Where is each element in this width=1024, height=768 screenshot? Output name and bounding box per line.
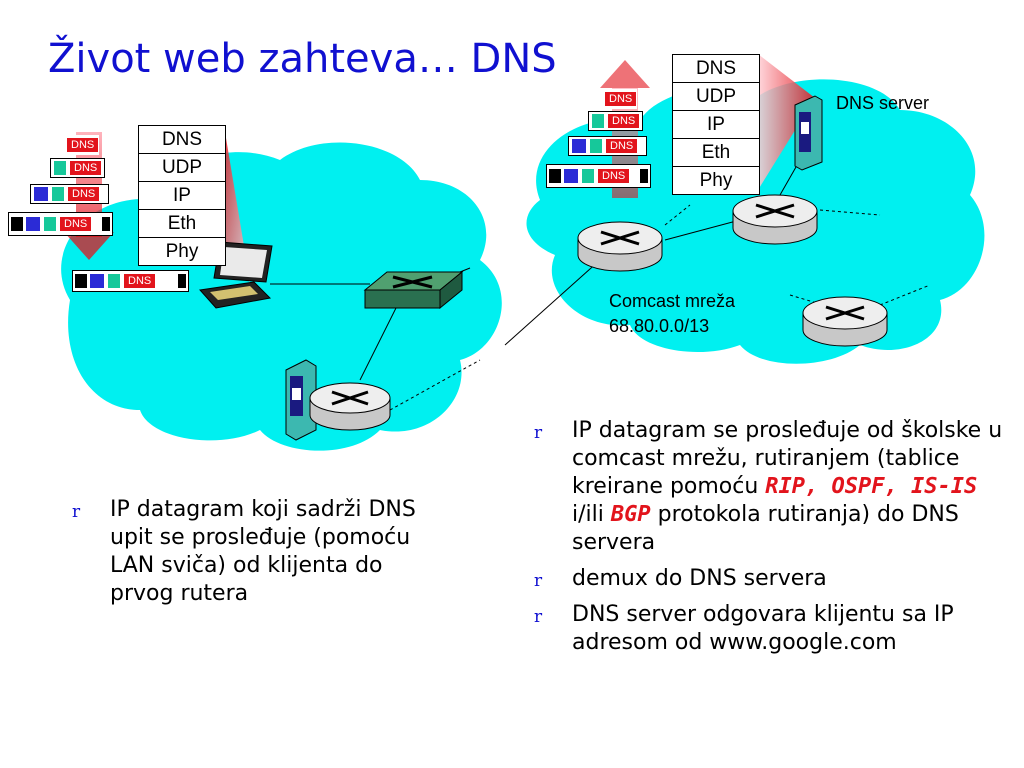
comcast-router-2-icon bbox=[732, 194, 818, 245]
ip-header bbox=[25, 216, 41, 232]
network-name-label: Comcast mreža bbox=[609, 291, 736, 311]
ip-datagram-frame: DNS bbox=[30, 184, 110, 204]
udp-segment-frame: DNS bbox=[588, 111, 644, 131]
list-item: r DNS server odgovara klijentu sa IP adr… bbox=[534, 601, 1004, 657]
stack-layer-phy: Phy bbox=[165, 241, 199, 262]
comcast-router-3-icon bbox=[802, 296, 888, 347]
eth-frame-on-link: DNS bbox=[72, 270, 190, 292]
routing-protocols-highlight: RIP, OSPF, IS-IS bbox=[765, 474, 978, 499]
stack-layer-phy: Phy bbox=[699, 170, 733, 191]
udp-segment-frame: DNS bbox=[50, 158, 106, 178]
ip-header bbox=[33, 186, 49, 202]
udp-header bbox=[51, 186, 65, 202]
ip-datagram-frame: DNS bbox=[568, 136, 648, 156]
bullet-text-part: i/ili bbox=[572, 502, 611, 527]
bullet-text-part: IP datagram se prosleđuje od školske u c… bbox=[572, 418, 1003, 499]
dns-payload: DNS bbox=[69, 160, 103, 176]
bullet-text: demux do DNS servera bbox=[572, 566, 827, 591]
dns-payload: DNS bbox=[607, 113, 641, 129]
udp-header bbox=[43, 216, 57, 232]
udp-header bbox=[581, 168, 595, 184]
dns-payload: DNS bbox=[123, 273, 157, 289]
eth-frame: DNS bbox=[8, 212, 114, 236]
eth-header bbox=[75, 274, 87, 288]
dns-message-frame: DNS bbox=[66, 135, 100, 155]
link-comcast-r1-r2 bbox=[664, 219, 741, 241]
right-stack-fan-icon bbox=[758, 54, 815, 190]
lan-switch-icon bbox=[363, 270, 464, 310]
ip-header bbox=[563, 168, 579, 184]
comcast-router-1-icon bbox=[577, 221, 663, 272]
link-inter-network bbox=[504, 259, 601, 346]
eth-header bbox=[549, 169, 561, 183]
stack-layer-ip: IP bbox=[673, 111, 759, 139]
udp-header bbox=[589, 138, 603, 154]
stack-layer-eth: Eth bbox=[673, 139, 759, 167]
stack-layer-dns: DNS bbox=[139, 126, 225, 154]
list-item: r demux do DNS servera bbox=[534, 565, 1004, 593]
ip-header bbox=[89, 273, 105, 289]
eth-trailer bbox=[102, 217, 111, 231]
link-router-comcast bbox=[389, 359, 481, 411]
bullet-text: IP datagram koji sadrži DNS upit se pros… bbox=[110, 497, 416, 606]
slide-title: Život web zahteva… DNS bbox=[48, 36, 557, 82]
stack-layer-dns: DNS bbox=[673, 55, 759, 83]
stack-layer-udp: UDP bbox=[673, 83, 759, 111]
left-bullet-list: r IP datagram koji sadrži DNS upit se pr… bbox=[72, 496, 444, 616]
bullet-marker: r bbox=[534, 571, 543, 591]
eth-trailer bbox=[640, 169, 649, 183]
dns-payload: DNS bbox=[66, 137, 100, 153]
right-bullet-list: r IP datagram se prosleđuje od školske u… bbox=[534, 417, 1004, 665]
laptop-icon bbox=[199, 241, 273, 309]
dns-payload: DNS bbox=[597, 168, 631, 184]
link-comcast-r2-right bbox=[819, 209, 881, 216]
list-item: r IP datagram se prosleđuje od školske u… bbox=[534, 417, 1004, 557]
dns-payload: DNS bbox=[604, 91, 638, 107]
dns-payload: DNS bbox=[605, 138, 639, 154]
udp-header bbox=[591, 113, 605, 129]
dns-server-label: DNS server bbox=[836, 93, 930, 113]
stack-layer-eth: Eth bbox=[139, 210, 225, 238]
dns-server-icon bbox=[794, 95, 823, 171]
bullet-text-part: protokola rutiranja) do DNS servera bbox=[572, 502, 959, 555]
eth-frame: DNS bbox=[546, 164, 652, 188]
list-item: r IP datagram koji sadrži DNS upit se pr… bbox=[72, 496, 444, 608]
dns-payload: DNS bbox=[67, 186, 101, 202]
bullet-marker: r bbox=[534, 607, 543, 627]
school-server-icon bbox=[285, 359, 317, 441]
stack-layer-udp: UDP bbox=[139, 154, 225, 182]
ip-header bbox=[571, 138, 587, 154]
bullet-text: DNS server odgovara klijentu sa IP adres… bbox=[572, 602, 954, 655]
dns-payload: DNS bbox=[59, 216, 93, 232]
udp-header bbox=[107, 273, 121, 289]
stack-layer-ip: IP bbox=[139, 182, 225, 210]
dns-message-frame: DNS bbox=[604, 89, 638, 109]
eth-trailer bbox=[178, 274, 187, 288]
left-protocol-stack: DNS UDP IP Eth Phy bbox=[138, 125, 226, 266]
link-comcast-r1-out bbox=[664, 204, 691, 226]
link-switch-router bbox=[359, 299, 401, 381]
bullet-marker: r bbox=[72, 502, 81, 522]
link-comcast-r3-right bbox=[879, 284, 931, 306]
udp-header bbox=[53, 160, 67, 176]
right-protocol-stack: DNS UDP IP Eth Phy bbox=[672, 54, 760, 195]
network-prefix-label: 68.80.0.0/13 bbox=[609, 316, 710, 336]
eth-header bbox=[11, 217, 23, 231]
bullet-marker: r bbox=[534, 423, 543, 443]
bgp-highlight: BGP bbox=[610, 502, 651, 527]
school-router-icon bbox=[309, 382, 391, 431]
